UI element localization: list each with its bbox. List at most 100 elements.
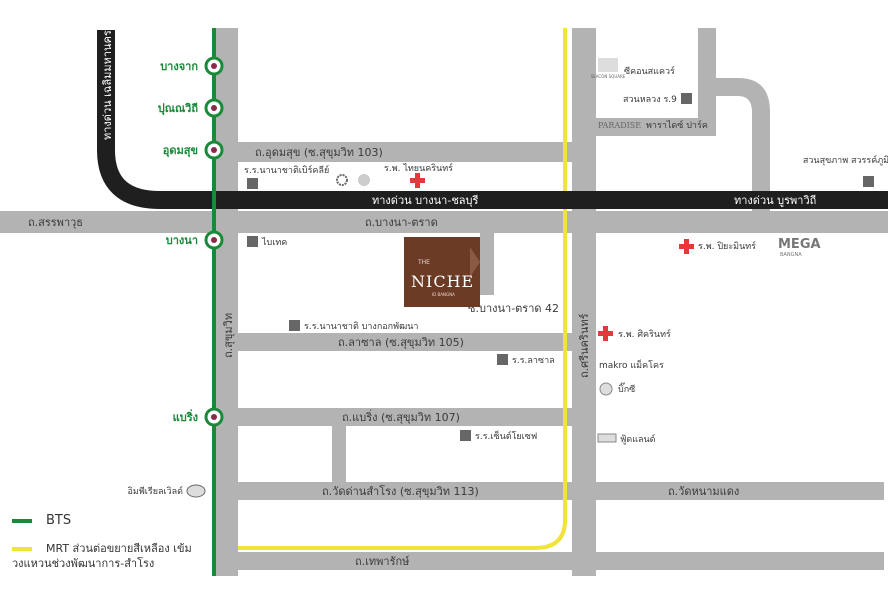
landmark-st-joseph: ร.ร.เซ็นต์โยเซฟ	[460, 429, 537, 442]
landmark-berkeley-school: ร.ร.นานาชาติเบิร์คลีย์	[244, 164, 329, 189]
road-right-upper	[698, 28, 716, 136]
sun-icon	[336, 174, 348, 186]
road-label-bangna-trad: ถ.บางนา-ตราด	[365, 216, 438, 229]
landmark-label: ร.ร.นานาชาติเบิร์คลีย์	[244, 164, 329, 176]
landmark-mega-bangna: MEGA BANGNA	[778, 237, 821, 258]
bts-stations: บางจาก ปุณณวิถี อุดมสุข บางนา แบริ่ง	[158, 56, 224, 427]
landmark-label: สวนสุขภาพ สวรรค์ภูมิ	[803, 154, 888, 166]
landmark-piyamin-hospital: ร.พ. ปิยะมินทร์	[679, 239, 756, 254]
road-theparak	[238, 552, 884, 570]
landmark-food-land: ฟู้ดแลนด์	[597, 433, 656, 445]
mall-logo-icon	[186, 484, 206, 498]
landmark-label: ร.พ. ไทยนครินทร์	[384, 162, 453, 174]
expressway-label-burapha: ทางด่วน บูรพาวิถี	[734, 194, 816, 207]
landmark-label: พาราไดซ์ ปาร์ค	[646, 119, 708, 131]
hospital-cross-icon	[410, 173, 425, 188]
store-icon	[358, 174, 370, 186]
landmark-label: ร.ร.นานาชาติ บางกอกพัฒนา	[304, 321, 418, 332]
road-label-srinakarin: ถ.ศรีนครินทร์	[578, 313, 591, 378]
station-label: บางจาก	[160, 60, 198, 73]
landmark-label: ร.ร.ลาซาล	[512, 356, 555, 366]
mrt-yellow-line	[238, 28, 567, 550]
legend-bts: BTS	[12, 510, 71, 529]
road-wat-dan	[238, 482, 884, 500]
mrt-swatch	[12, 547, 32, 551]
paradise-logo-text: PARADISE	[598, 121, 641, 130]
road-right-curve	[716, 78, 770, 211]
road-label-soi42: ซ.บางนา-ตราด 42	[468, 302, 559, 315]
landmark-label: ฟู้ดแลนด์	[620, 433, 656, 445]
road-label-theparak: ถ.เทพารักษ์	[355, 555, 410, 568]
project-marker[interactable]: THE NICHE ID BANGNA	[404, 237, 480, 307]
legend-bts-label: BTS	[46, 513, 72, 528]
station-punnawithi[interactable]: ปุณณวิถี	[158, 98, 224, 118]
mega-logo-text: MEGA	[778, 237, 821, 252]
landmark-icons-udomsuk	[336, 174, 370, 186]
station-bang-chak[interactable]: บางจาก	[160, 56, 224, 76]
station-bang-na[interactable]: บางนา	[166, 230, 224, 250]
road-label-sukhumvit: ถ.สุขุมวิท	[222, 313, 235, 358]
big-c-logo-icon	[599, 382, 613, 396]
landmark-imperial-world: อิมพีเรียลเวิลด์	[128, 484, 206, 498]
mega-logo-sub: BANGNA	[780, 252, 802, 258]
road-label-sanphawut: ถ.สรรพาวุธ	[28, 216, 83, 229]
hospital-cross-icon	[679, 239, 694, 254]
bts-swatch	[12, 518, 32, 523]
project-name: NICHE	[411, 272, 474, 291]
landmark-makro: makro แม็คโคร	[599, 358, 664, 371]
landmark-suan-luang: สวนหลวง ร.9	[623, 93, 692, 105]
landmark-lasalle-school: ร.ร.ลาซาล	[497, 354, 555, 366]
road-network	[0, 28, 888, 576]
landmark-label: อิมพีเรียลเวิลด์	[128, 485, 184, 497]
expressway-chaloem	[97, 30, 888, 209]
landmark-big-c: บิ๊กซี	[599, 382, 635, 396]
landmark-paradise-park: PARADISE พาราไดซ์ ปาร์ค	[598, 119, 708, 131]
seacon-logo-text: SEACON SQUARE	[591, 74, 626, 79]
landmark-label: ไบเทค	[261, 237, 287, 248]
landmark-bitec: ไบเทค	[247, 236, 287, 248]
expressway-label-chaloem: ทางด่วน เฉลิมมหานคร	[101, 30, 114, 140]
station-label: บางนา	[166, 234, 198, 247]
landmark-suan-sukhaphap: สวนสุขภาพ สวรรค์ภูมิ	[803, 154, 888, 187]
landmark-label: makro แม็คโคร	[599, 358, 664, 371]
road-lasalle	[238, 333, 574, 351]
legend-mrt-label-1: MRT ส่วนต่อขยายสีเหลือง เข้ม	[46, 542, 192, 555]
road-label-udomsuk: ถ.อุดมสุข (ซ.สุขุมวิท 103)	[255, 146, 383, 159]
road-label-wat-dan: ถ.วัดด่านสำโรง (ซ.สุขุมวิท 113)	[322, 484, 479, 498]
landmark-sikarin-hospital: ร.พ. ศิครินทร์	[598, 326, 671, 341]
legend-mrt-label-2: วงแหวนช่วงพัฒนาการ-สำโรง	[12, 557, 155, 570]
station-label: ปุณณวิถี	[158, 102, 199, 116]
landmark-label: ร.พ. ศิครินทร์	[618, 328, 671, 340]
seacon-logo-icon	[598, 58, 618, 72]
station-label: อุดมสุข	[163, 144, 198, 158]
landmark-seacon: SEACON SQUARE ซีคอนสแควร์	[591, 58, 675, 79]
road-right-link	[596, 118, 714, 136]
road-bearing	[238, 408, 574, 426]
road-bearing-branch	[332, 426, 346, 482]
foodland-logo-icon	[597, 433, 617, 443]
landmark-label: ร.พ. ปิยะมินทร์	[698, 240, 756, 252]
hospital-cross-icon	[598, 326, 613, 341]
project-tag: ID BANGNA	[432, 292, 455, 297]
road-udomsuk	[238, 142, 592, 162]
landmark-thainakarin-hospital: ร.พ. ไทยนครินทร์	[384, 162, 453, 188]
road-label-wat-nam-daeng: ถ.วัดหนามแดง	[668, 485, 739, 498]
landmark-bangkok-patana: ร.ร.นานาชาติ บางกอกพัฒนา	[289, 320, 418, 332]
road-sukhumvit	[216, 28, 238, 576]
station-label: แบริ่ง	[173, 409, 198, 424]
landmark-label: บิ๊กซี	[618, 382, 635, 395]
expressway-label-bangna-chonburi: ทางด่วน บางนา-ชลบุรี	[372, 194, 479, 207]
road-soi42	[480, 233, 494, 295]
station-udom-suk[interactable]: อุดมสุข	[163, 140, 224, 160]
road-label-lasalle: ถ.ลาซาล (ซ.สุขุมวิท 105)	[338, 336, 464, 349]
road-label-bearing: ถ.แบริ่ง (ซ.สุขุมวิท 107)	[342, 409, 460, 424]
landmark-label: ซีคอนสแควร์	[624, 65, 675, 77]
station-bearing[interactable]: แบริ่ง	[173, 407, 224, 427]
landmark-label: ร.ร.เซ็นต์โยเซฟ	[475, 429, 537, 442]
legend-mrt: MRT ส่วนต่อขยายสีเหลือง เข้ม วงแหวนช่วงพ…	[12, 541, 232, 571]
road-srinakarin	[572, 28, 596, 576]
project-brand: THE	[417, 259, 430, 266]
bts-line	[212, 28, 216, 576]
road-sanphawut-bangna	[0, 211, 888, 233]
